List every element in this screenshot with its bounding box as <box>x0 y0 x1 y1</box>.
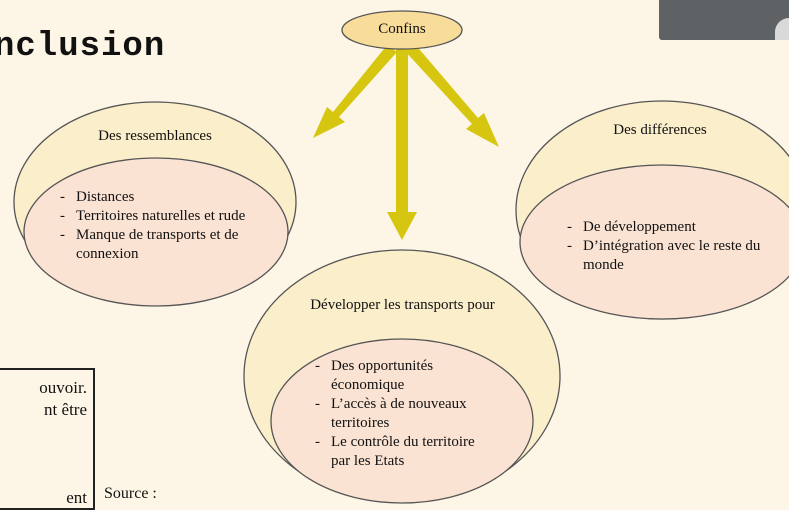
left-outer-label: Des ressemblances <box>98 128 212 144</box>
list-item: Distances <box>58 188 258 207</box>
left-items-list: Distances Territoires naturelles et rude… <box>58 188 258 264</box>
list-item: L’accès à de nouveaux territoires <box>313 395 493 433</box>
arrows <box>313 43 499 240</box>
side-text-line: ent <box>66 488 87 507</box>
center-outer-label: Développer les transports pour <box>310 297 495 313</box>
arrow-to-left <box>313 45 397 138</box>
list-item: Des opportunités économique <box>313 357 493 395</box>
side-text-line: nt être <box>44 400 87 419</box>
arrow-to-center <box>387 49 417 240</box>
list-item: Le contrôle du territoire par les Etats <box>313 433 493 471</box>
side-text-line: ouvoir. <box>39 378 87 397</box>
presenter-video-thumbnail <box>659 0 789 40</box>
side-text-box: ouvoir. nt être ent <box>0 368 95 510</box>
video-highlight <box>775 18 789 40</box>
source-label: Source : <box>104 485 157 502</box>
page-title: nclusion <box>0 28 166 66</box>
top-node-label: Confins <box>378 21 426 37</box>
center-items-list: Des opportunités économique L’accès à de… <box>313 357 493 471</box>
right-outer-label: Des différences <box>613 122 707 138</box>
right-items-list: De développement D’intégration avec le r… <box>565 218 765 275</box>
list-item: Manque de transports et de connexion <box>58 226 258 264</box>
list-item: D’intégration avec le reste du monde <box>565 237 765 275</box>
top-node-shape <box>341 10 463 50</box>
list-item: Territoires naturelles et rude <box>58 207 258 226</box>
list-item: De développement <box>565 218 765 237</box>
arrow-to-right <box>404 43 499 147</box>
